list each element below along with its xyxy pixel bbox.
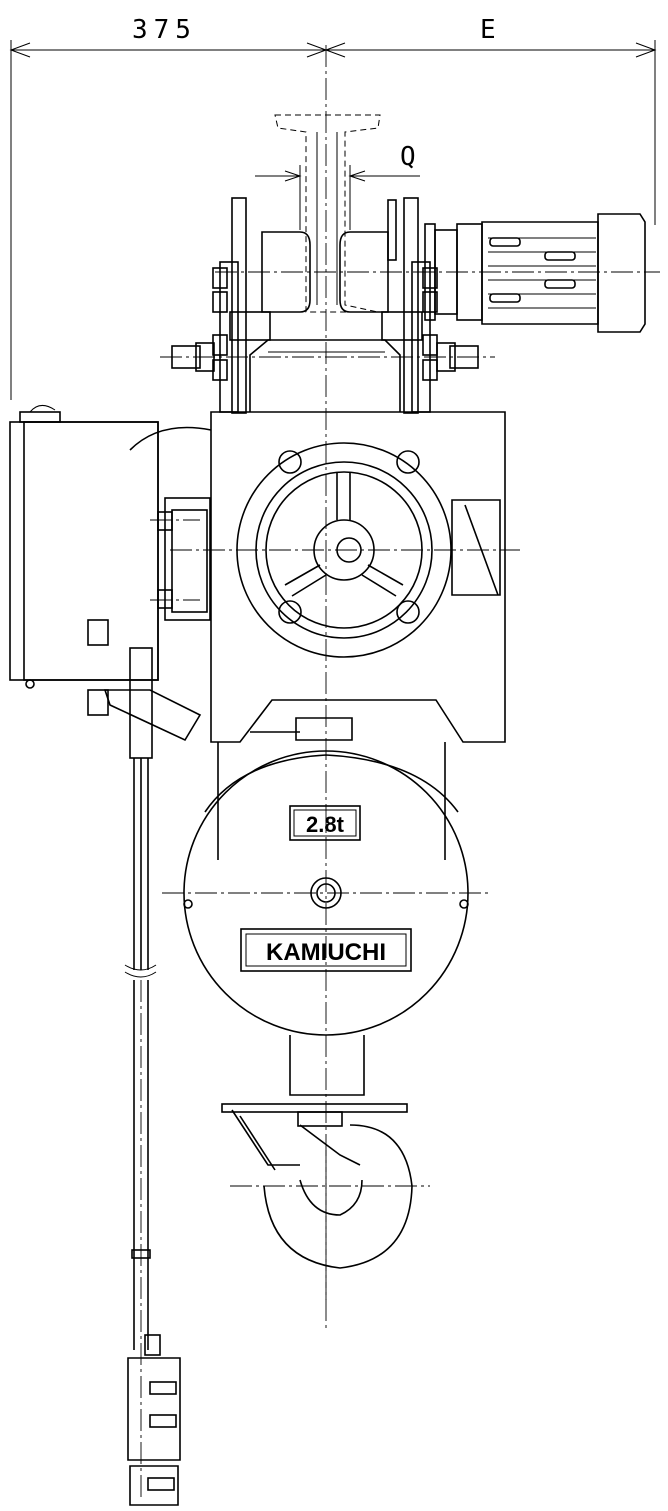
hook-block	[221, 1035, 430, 1300]
control-box	[9, 405, 211, 689]
i-beam-rail	[274, 114, 381, 313]
dimension-375: 375	[9, 15, 328, 400]
dimension-375-label: 375	[132, 15, 197, 45]
dimension-e: E	[324, 15, 657, 225]
brand-label: KAMIUCHI	[266, 939, 386, 966]
hoist-drum	[162, 750, 490, 1036]
pendant-cable	[87, 619, 202, 1500]
trolley-assembly	[160, 197, 660, 414]
capacity-label: 2.8t	[306, 812, 345, 837]
dimension-q: Q	[255, 142, 422, 230]
capacity-plate: 2.8t	[289, 805, 361, 841]
hoist-body	[129, 411, 520, 860]
pendant-switch	[127, 1334, 181, 1506]
dimension-e-label: E	[480, 15, 502, 45]
brand-plate: KAMIUCHI	[240, 928, 412, 972]
traverse-motor	[424, 213, 646, 333]
dimension-q-label: Q	[400, 142, 422, 172]
